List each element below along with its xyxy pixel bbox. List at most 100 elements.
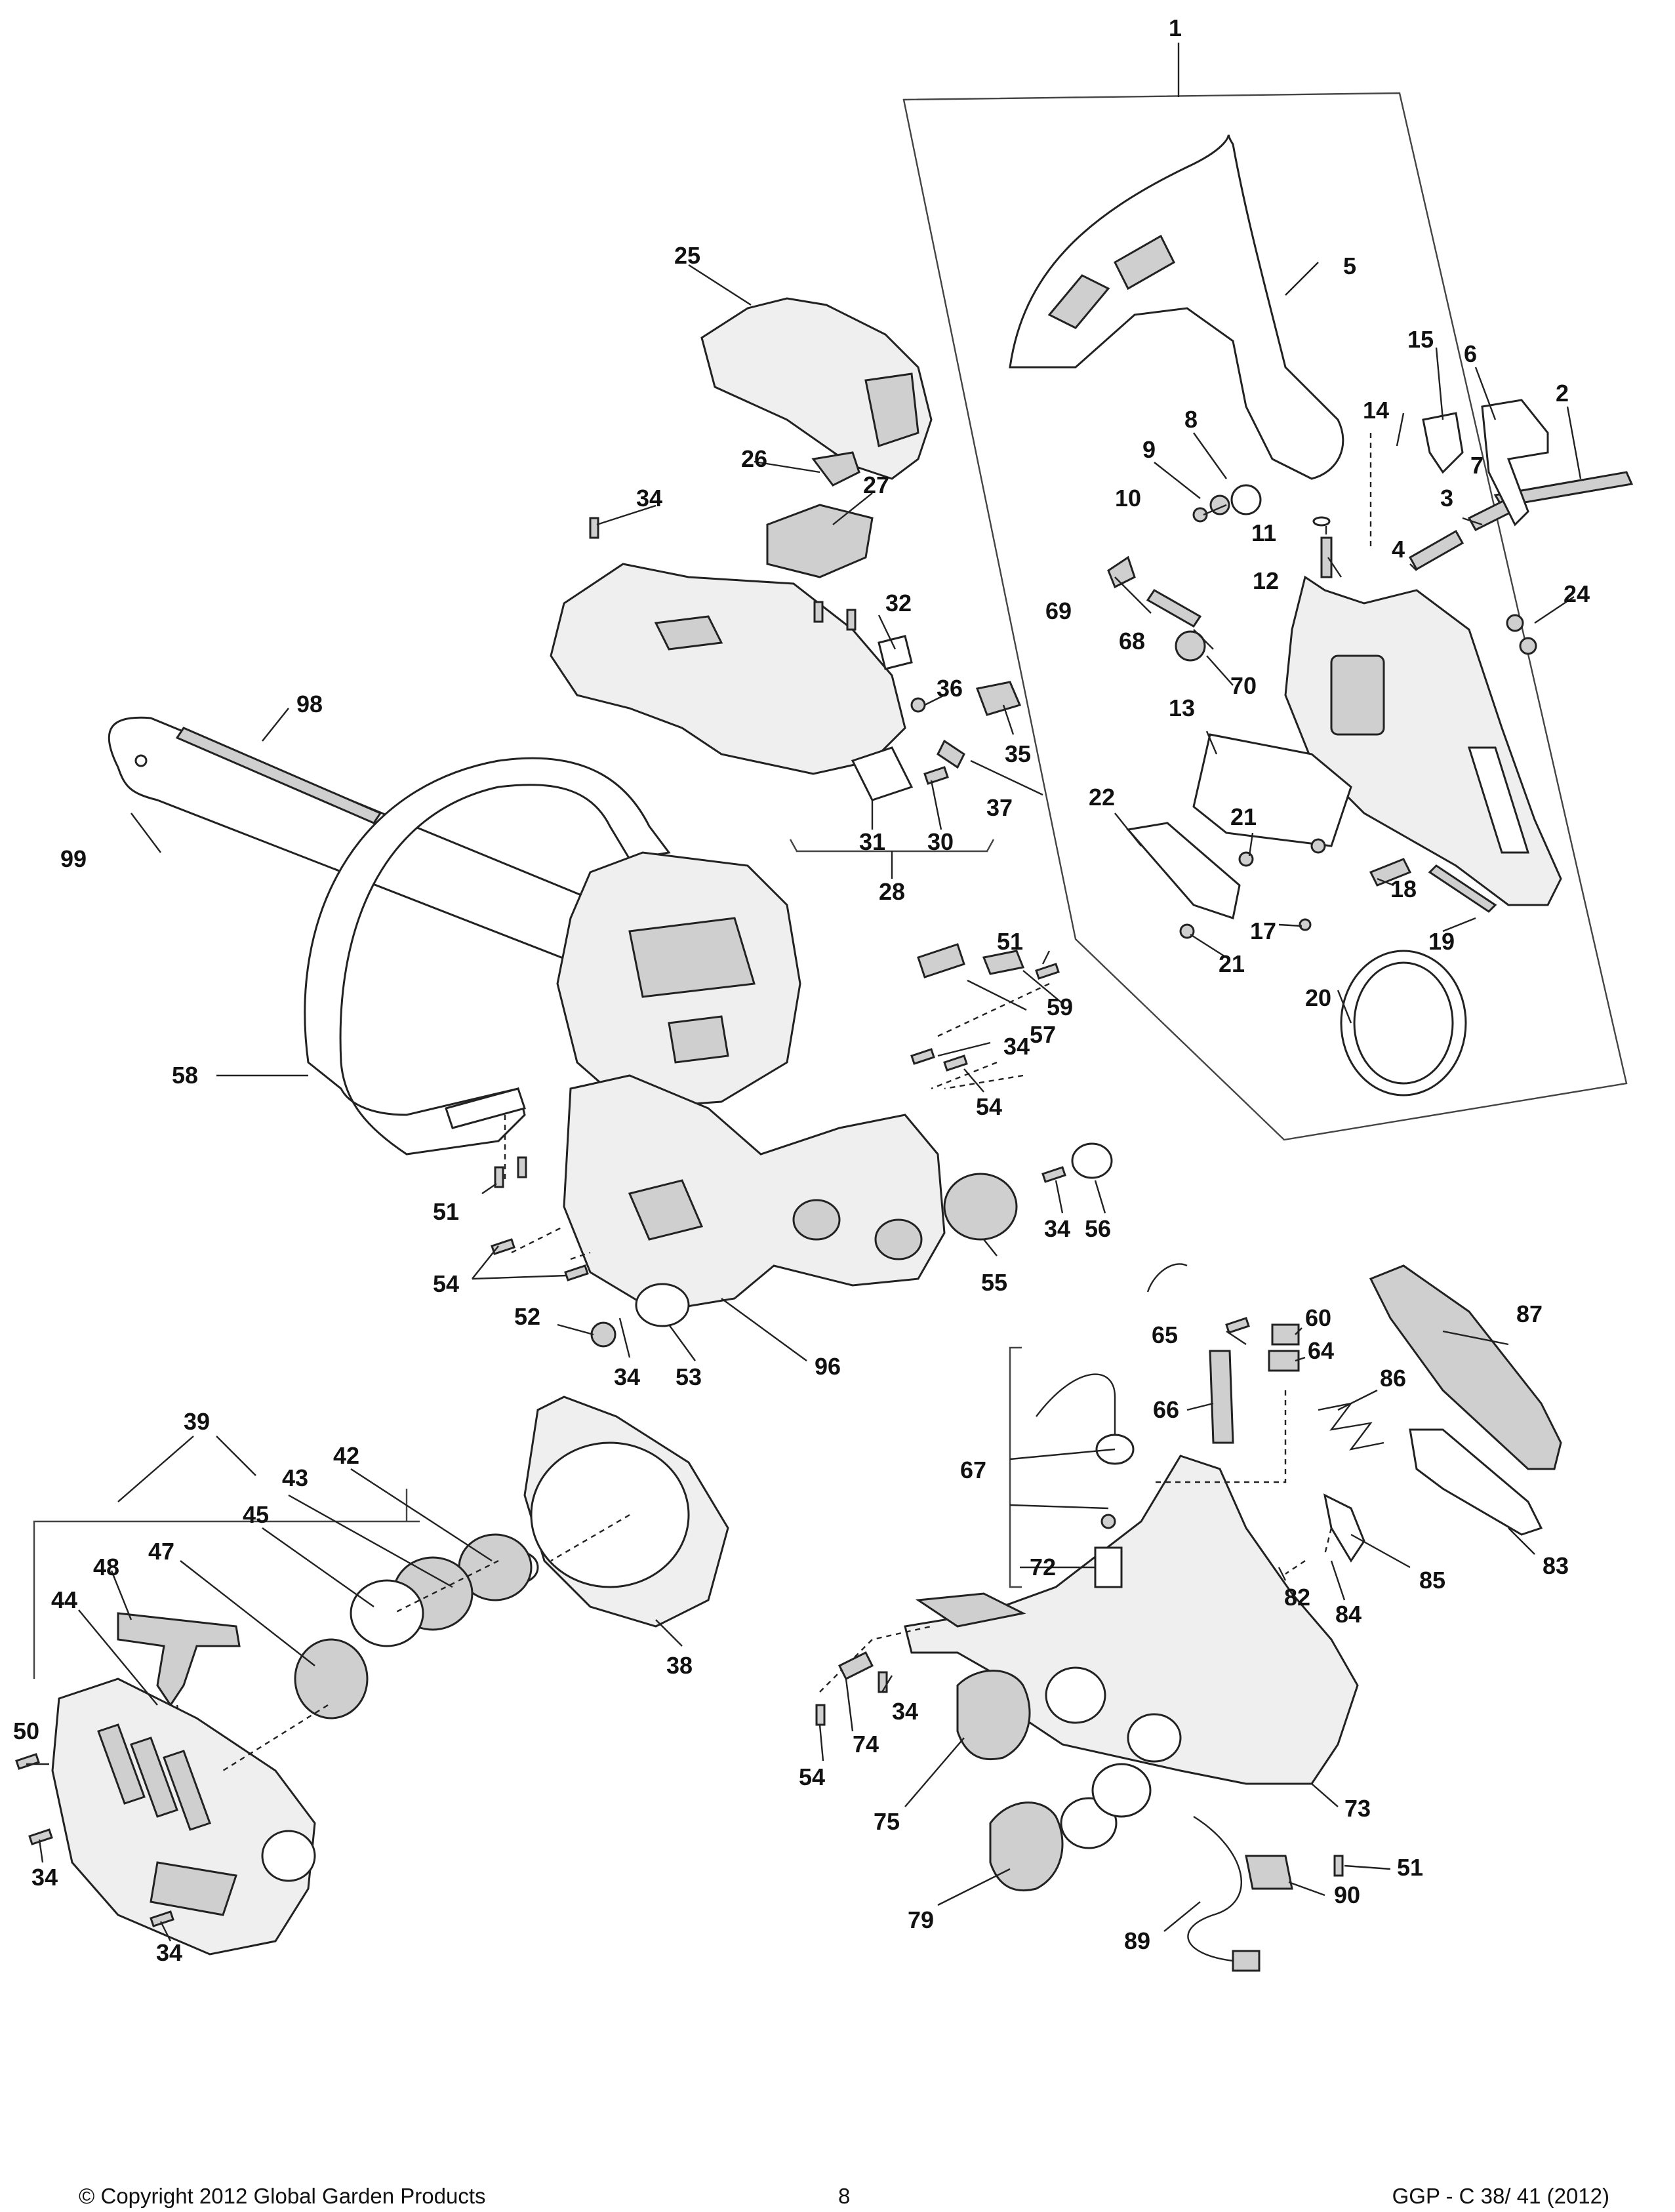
leader-lines <box>26 262 1582 1942</box>
callout-74: 74 <box>853 1731 879 1758</box>
callout-66: 66 <box>1153 1396 1179 1423</box>
part-switch <box>1245 1855 1293 1890</box>
callout-9: 9 <box>1142 436 1156 463</box>
part-crankcase <box>563 1074 946 1313</box>
callout-8: 8 <box>1184 406 1198 433</box>
callout-34: 34 <box>636 485 662 512</box>
callout-13: 13 <box>1169 694 1195 721</box>
part-spring <box>1428 864 1497 913</box>
callout-73: 73 <box>1344 1795 1371 1822</box>
callout-3: 3 <box>1440 485 1453 512</box>
callout-58: 58 <box>172 1062 198 1089</box>
callout-17: 17 <box>1250 917 1276 944</box>
part-oil-cap <box>956 1670 1031 1761</box>
callout-98: 98 <box>296 691 323 717</box>
footer-copyright: © Copyright 2012 Global Garden Products <box>79 2184 486 2208</box>
part-cylinder-shroud <box>550 563 906 775</box>
callout-89: 89 <box>1124 1927 1150 1954</box>
callout-65: 65 <box>1152 1321 1178 1348</box>
callout-14: 14 <box>1363 397 1389 424</box>
footer-page-number: 8 <box>838 2184 851 2208</box>
callout-51b: 51 <box>433 1198 459 1225</box>
callout-20: 20 <box>1305 984 1331 1011</box>
callout-34b: 34 <box>1003 1033 1030 1060</box>
callout-90: 90 <box>1334 1881 1360 1908</box>
callout-57: 57 <box>1030 1021 1056 1048</box>
callout-42: 42 <box>333 1442 359 1469</box>
part-hand-guard <box>1009 134 1344 480</box>
callout-96: 96 <box>815 1353 841 1380</box>
callout-85: 85 <box>1419 1567 1445 1594</box>
callout-99: 99 <box>60 845 87 872</box>
callout-60: 60 <box>1305 1304 1331 1331</box>
callout-82: 82 <box>1284 1584 1310 1611</box>
callout-19: 19 <box>1428 928 1455 955</box>
part-air-filter <box>766 504 874 578</box>
part-front-handle <box>304 757 671 1156</box>
callout-51: 51 <box>997 928 1023 955</box>
callout-34f: 34 <box>31 1864 58 1891</box>
callout-75: 75 <box>874 1808 900 1835</box>
callout-34e: 34 <box>892 1698 918 1725</box>
callout-83: 83 <box>1543 1552 1569 1579</box>
callout-72: 72 <box>1030 1554 1056 1580</box>
callout-52: 52 <box>514 1303 540 1330</box>
callout-45: 45 <box>243 1501 269 1528</box>
callout-47: 47 <box>148 1538 174 1565</box>
callout-2: 2 <box>1556 380 1569 407</box>
callout-44: 44 <box>51 1586 77 1613</box>
callout-70: 70 <box>1230 672 1257 699</box>
part-starter-cover <box>51 1678 316 1956</box>
callout-28: 28 <box>879 878 905 905</box>
callout-35: 35 <box>1005 740 1031 767</box>
footer-doc-code: GGP - C 38/ 41 (2012) <box>1392 2184 1609 2208</box>
callout-48: 48 <box>93 1554 119 1580</box>
callout-51c: 51 <box>1397 1854 1423 1881</box>
callout-36: 36 <box>937 675 963 702</box>
callout-67: 67 <box>960 1457 986 1483</box>
callout-54c: 54 <box>799 1763 825 1790</box>
part-handle-cover <box>1369 1264 1562 1470</box>
callout-50: 50 <box>13 1718 39 1744</box>
callout-32: 32 <box>885 590 912 616</box>
callout-4: 4 <box>1392 536 1405 563</box>
callout-12: 12 <box>1253 567 1279 594</box>
callout-59: 59 <box>1047 994 1073 1020</box>
callout-24: 24 <box>1564 580 1590 607</box>
callout-5: 5 <box>1343 252 1356 279</box>
brake-group-outline <box>902 92 1628 1141</box>
callout-34g: 34 <box>156 1939 182 1966</box>
part-hand-guard-window <box>1047 274 1110 329</box>
callout-68: 68 <box>1119 628 1145 654</box>
callout-38: 38 <box>666 1652 693 1679</box>
callout-21b: 21 <box>1219 950 1245 977</box>
callout-54: 54 <box>976 1093 1002 1120</box>
part-chain-plate <box>1192 733 1352 847</box>
callout-22: 22 <box>1089 784 1115 811</box>
callout-25: 25 <box>674 242 700 269</box>
callout-31: 31 <box>859 828 885 855</box>
callout-6: 6 <box>1464 340 1477 367</box>
part-top-cover <box>700 297 933 480</box>
part-throttle-lockout <box>1409 1428 1543 1536</box>
callout-34d: 34 <box>614 1363 640 1390</box>
callout-53: 53 <box>676 1363 702 1390</box>
callout-11: 11 <box>1251 519 1276 546</box>
callout-27: 27 <box>863 472 889 498</box>
part-starter-handle <box>117 1612 241 1707</box>
callout-55: 55 <box>981 1269 1007 1296</box>
callout-labels: 1 2 3 4 5 6 7 8 9 10 11 12 13 14 15 17 1… <box>13 14 1590 1966</box>
callout-87: 87 <box>1516 1300 1543 1327</box>
callout-1: 1 <box>1169 14 1182 41</box>
callout-37: 37 <box>986 794 1013 821</box>
callout-7: 7 <box>1470 452 1483 479</box>
callout-54b: 54 <box>433 1270 459 1297</box>
callout-30: 30 <box>927 828 954 855</box>
part-saw-chain <box>175 727 382 824</box>
callout-56: 56 <box>1085 1215 1111 1242</box>
callout-79: 79 <box>908 1906 934 1933</box>
callout-26: 26 <box>741 445 767 472</box>
callout-64: 64 <box>1308 1337 1334 1364</box>
callout-18: 18 <box>1390 875 1417 902</box>
